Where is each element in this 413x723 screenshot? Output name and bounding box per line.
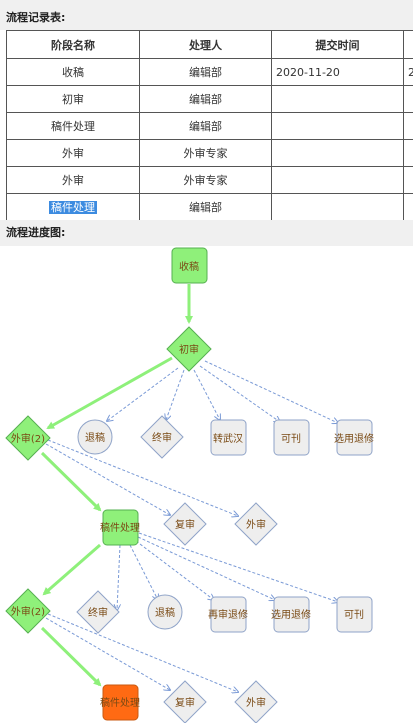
col-header-stage: 阶段名称 xyxy=(6,30,140,59)
node-label: 复审 xyxy=(175,518,195,531)
cell-extra xyxy=(403,112,413,140)
col-header-extra xyxy=(403,30,413,59)
cell-stage: 稿件处理 xyxy=(6,112,140,140)
node-label: 退稿 xyxy=(155,606,175,619)
node-label: 可刊 xyxy=(344,609,364,621)
cell-submit-time xyxy=(271,85,404,113)
table-header-row: 阶段名称 处理人 提交时间 xyxy=(6,30,413,59)
edge-pending xyxy=(129,544,158,600)
edge-pending xyxy=(47,613,238,692)
node-zhongshen-2[interactable]: 终审 xyxy=(76,590,120,634)
cell-stage: 外审 xyxy=(6,139,140,167)
cell-handler: 编辑部 xyxy=(139,58,272,86)
cell-submit-time xyxy=(271,166,404,194)
edge-active xyxy=(42,543,101,596)
node-waishen-b1[interactable]: 外审 xyxy=(234,502,278,546)
node-kekan-2[interactable]: 可刊 xyxy=(336,596,373,633)
node-fushen-2[interactable]: 复审 xyxy=(163,680,207,723)
node-label: 终审 xyxy=(88,606,108,619)
edge-active xyxy=(40,451,102,512)
edge-pending xyxy=(45,443,170,515)
table-row: 收稿 编辑部 2020-11-20 2 xyxy=(6,58,413,86)
cell-extra: 2 xyxy=(403,58,413,86)
node-waishen-b2[interactable]: 外审 xyxy=(234,680,278,723)
records-table: 阶段名称 处理人 提交时间 收稿 编辑部 2020-11-20 2 初审 编辑部… xyxy=(6,30,413,221)
selected-text-highlight[interactable]: 稿件处理 xyxy=(49,201,97,214)
cell-stage[interactable]: 稿件处理 xyxy=(6,193,140,221)
cell-handler: 外审专家 xyxy=(139,139,272,167)
node-xuanyong-2[interactable]: 选用退修 xyxy=(271,596,311,633)
node-chushen[interactable]: 初审 xyxy=(166,326,212,372)
node-label: 再审退修 xyxy=(208,608,248,621)
col-header-submit-time: 提交时间 xyxy=(271,30,404,59)
node-waishen-2[interactable]: 外审(2) xyxy=(5,588,51,634)
node-tuigao-2[interactable]: 退稿 xyxy=(147,594,183,630)
cell-stage: 外审 xyxy=(6,166,140,194)
cell-handler: 编辑部 xyxy=(139,193,272,221)
edge-pending xyxy=(137,536,275,600)
node-label: 稿件处理 xyxy=(100,521,140,534)
edge-pending xyxy=(138,532,338,602)
edge-pending xyxy=(204,360,338,423)
node-zhongshen-1[interactable]: 终审 xyxy=(140,415,184,459)
edge-pending xyxy=(166,369,185,420)
node-label: 复审 xyxy=(175,696,195,709)
node-zaishen[interactable]: 再审退修 xyxy=(208,596,248,633)
table-row: 外审 外审专家 xyxy=(6,166,413,194)
edge-pending xyxy=(135,540,214,600)
node-label: 选用退修 xyxy=(271,608,311,621)
flow-diagram: 收稿 初审 外审(2) 退稿 终审 转武汉 可刊 选用退修 稿件处理 复审 外审 xyxy=(5,247,374,723)
node-tuigao-1[interactable]: 退稿 xyxy=(77,419,113,455)
node-zhuanwuhan[interactable]: 转武汉 xyxy=(210,419,247,456)
records-section-title: 流程记录表: xyxy=(0,0,413,30)
cell-submit-time xyxy=(271,112,404,140)
cell-extra xyxy=(403,139,413,167)
cell-submit-time: 2020-11-20 xyxy=(271,58,404,86)
cell-extra xyxy=(403,166,413,194)
cell-handler: 编辑部 xyxy=(139,85,272,113)
node-label: 选用退修 xyxy=(334,432,374,445)
edge-pending xyxy=(47,439,238,516)
node-label: 收稿 xyxy=(179,260,199,273)
edge-pending xyxy=(199,365,280,422)
node-fushen-1[interactable]: 复审 xyxy=(163,502,207,546)
node-label: 转武汉 xyxy=(213,432,243,445)
node-label: 稿件处理 xyxy=(100,696,140,709)
cell-extra xyxy=(403,193,413,221)
cell-stage: 初审 xyxy=(6,85,140,113)
table-row: 外审 外审专家 xyxy=(6,139,413,167)
cell-handler: 外审专家 xyxy=(139,166,272,194)
node-xuanyong-1[interactable]: 选用退修 xyxy=(334,419,374,456)
node-waishen-1[interactable]: 外审(2) xyxy=(5,415,51,461)
node-label: 可刊 xyxy=(281,433,301,445)
edge-pending xyxy=(117,544,120,610)
table-row: 稿件处理 编辑部 xyxy=(6,112,413,140)
cell-stage: 收稿 xyxy=(6,58,140,86)
active-edges xyxy=(40,284,193,687)
cell-submit-time xyxy=(271,139,404,167)
node-label: 外审 xyxy=(246,696,266,709)
cell-extra xyxy=(403,85,413,113)
table-row: 初审 编辑部 xyxy=(6,85,413,113)
node-label: 初审 xyxy=(179,343,199,356)
cell-handler: 编辑部 xyxy=(139,112,272,140)
node-label: 外审(2) xyxy=(11,605,45,618)
edge-pending xyxy=(45,617,170,690)
node-shougao[interactable]: 收稿 xyxy=(171,247,208,284)
node-label: 外审(2) xyxy=(11,432,45,445)
node-gaojian-1[interactable]: 稿件处理 xyxy=(100,509,140,546)
node-label: 外审 xyxy=(246,518,266,531)
table-row: 稿件处理 编辑部 xyxy=(6,193,413,221)
progress-section-title: 流程进度图: xyxy=(0,220,413,246)
node-gaojian-2-current[interactable]: 稿件处理 xyxy=(100,684,140,721)
node-label: 终审 xyxy=(152,431,172,444)
edge-pending xyxy=(193,369,220,420)
node-kekan-1[interactable]: 可刊 xyxy=(273,419,310,456)
node-label: 退稿 xyxy=(85,431,105,444)
pending-edges xyxy=(45,360,338,692)
edge-active xyxy=(46,356,173,430)
edge-active xyxy=(40,626,102,687)
col-header-handler: 处理人 xyxy=(139,30,272,59)
cell-submit-time xyxy=(271,193,404,221)
